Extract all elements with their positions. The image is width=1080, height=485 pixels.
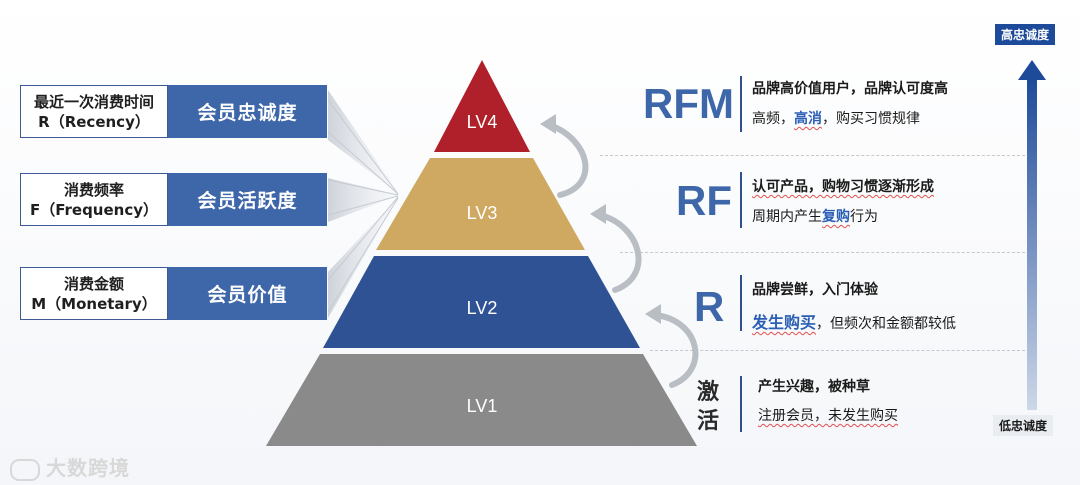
desc-rf-line2: 周期内产生复购行为 (752, 209, 878, 225)
watermark: 大数跨境 (10, 452, 130, 481)
loyalty-axis-shaft (1027, 78, 1037, 410)
divider-r (740, 275, 742, 331)
metric-monetary-definition: 消费金额 M（Monetary） (20, 267, 168, 320)
axis-high-loyalty-label: 高忠诚度 (995, 24, 1056, 45)
tier-lv3-label: LV3 (466, 203, 498, 223)
separator-1 (600, 155, 1025, 156)
desc-r-line1: 品牌尝鲜，入门体验 (752, 282, 878, 298)
metric-frequency-line1: 消费频率 (63, 180, 124, 199)
divider-rf (740, 172, 742, 228)
desc-r-line2: 发生购买，但频次和金额都较低 (752, 313, 957, 332)
ray-3 (328, 195, 400, 318)
axis-low-loyalty-label: 低忠诚度 (993, 415, 1054, 436)
metric-recency-label: 会员忠诚度 (168, 85, 327, 138)
arrow-lv2-lv3 (597, 212, 642, 293)
code-activation-1: 激 (697, 379, 720, 404)
desc-rf-line1: 认可产品，购物习惯逐渐形成 (752, 179, 934, 195)
code-r: R (694, 283, 725, 330)
desc-activation-line1: 产生兴趣，被种草 (758, 379, 870, 395)
ray-1 (328, 90, 400, 195)
desc-rfm-line1: 品牌高价值用户，品牌认可度高 (752, 81, 948, 97)
metric-frequency-label: 会员活跃度 (168, 173, 327, 226)
metric-monetary-line1: 消费金额 (63, 274, 124, 293)
metric-recency-line1: 最近一次消费时间 (33, 92, 154, 111)
arrow-head-3 (645, 304, 661, 324)
tier-lv2 (323, 256, 640, 348)
metric-recency-definition: 最近一次消费时间 R（Recency） (20, 85, 168, 138)
metric-recency-line2: R（Recency） (38, 112, 150, 131)
metric-monetary-line2: M（Monetary） (31, 294, 157, 313)
metric-frequency-line2: F（Frequency） (29, 200, 159, 219)
arrow-lv3-lv4 (547, 122, 589, 198)
metric-monetary-label: 会员价值 (168, 267, 327, 320)
divider-rfm (740, 76, 742, 132)
metric-monetary: 消费金额 M（Monetary） 会员价值 (20, 267, 327, 320)
tier-lv1 (266, 354, 697, 446)
desc-rfm-line2: 高频，高消，购买习惯规律 (752, 111, 920, 127)
code-rfm: RFM (643, 80, 734, 127)
separator-3 (650, 350, 1025, 351)
arrow-head-1 (540, 114, 556, 134)
watermark-text: 大数跨境 (46, 456, 130, 480)
tier-lv4 (434, 60, 530, 152)
code-rf: RF (676, 177, 732, 224)
divider-activation (740, 376, 742, 432)
tier-lv3 (376, 158, 585, 250)
tier-lv1-label: LV1 (466, 396, 498, 416)
metric-frequency-definition: 消费频率 F（Frequency） (20, 173, 168, 226)
separator-2 (620, 252, 1025, 253)
arrow-lv1-lv2 (652, 312, 699, 388)
desc-activation-line2: 注册会员，未发生购买 (758, 408, 898, 424)
ray-group (327, 90, 400, 318)
tier-lv4-label: LV4 (466, 112, 498, 132)
ray-2 (328, 178, 400, 222)
loyalty-axis-arrowhead (1018, 60, 1046, 80)
upgrade-arrows (547, 122, 699, 388)
tier-lv2-label: LV2 (466, 298, 498, 318)
arrow-head-2 (590, 204, 606, 224)
code-activation-2: 活 (697, 408, 720, 433)
metric-frequency: 消费频率 F（Frequency） 会员活跃度 (20, 173, 327, 226)
watermark-logo-icon (10, 458, 40, 481)
metric-recency: 最近一次消费时间 R（Recency） 会员忠诚度 (20, 85, 327, 138)
